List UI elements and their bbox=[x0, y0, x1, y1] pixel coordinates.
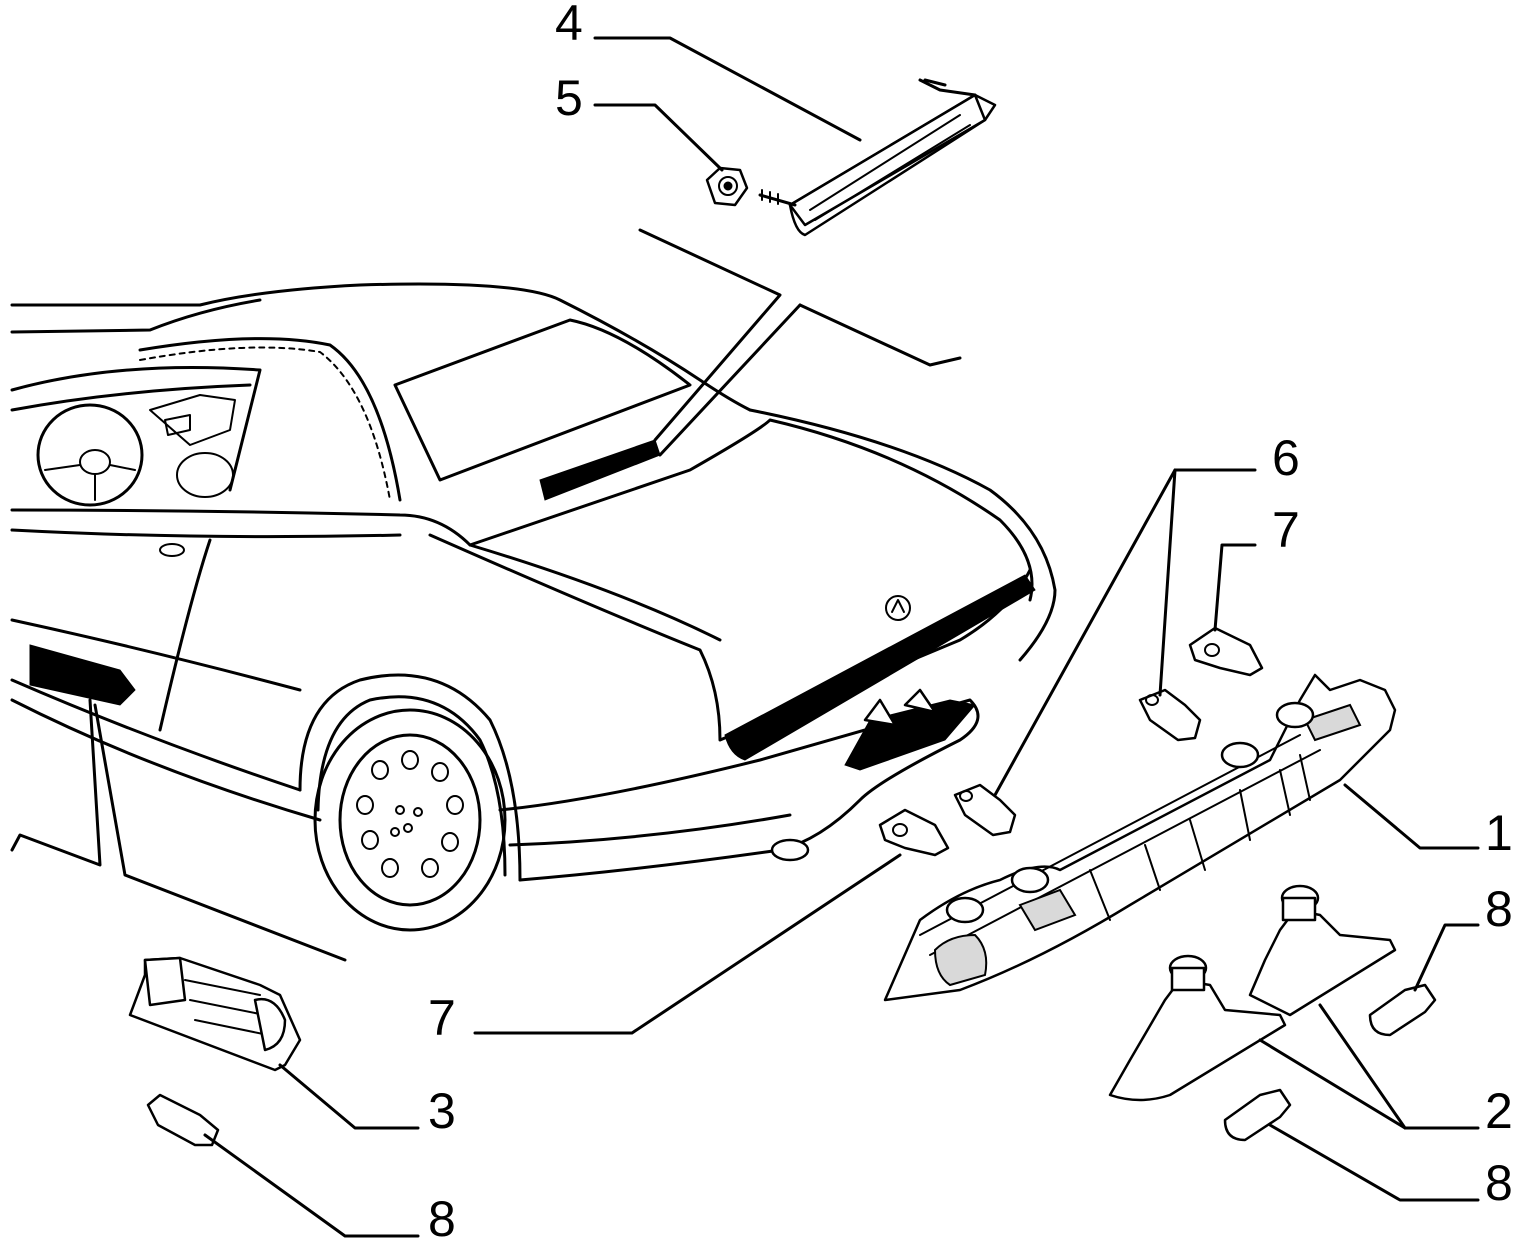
callout-4: 4 bbox=[555, 0, 583, 51]
part-8-small-bulbs bbox=[146, 983, 1437, 1147]
callout-2: 2 bbox=[1485, 1083, 1513, 1139]
callout-8-left: 8 bbox=[428, 1191, 456, 1238]
callout-1: 1 bbox=[1485, 805, 1513, 861]
leader-lines bbox=[203, 36, 1480, 1238]
callout-6: 6 bbox=[1272, 430, 1300, 486]
callout-8-right-top: 8 bbox=[1485, 881, 1513, 937]
callout-8-right-bottom: 8 bbox=[1485, 1155, 1513, 1211]
part-5-nut bbox=[705, 166, 749, 207]
part-6-bulb-holders bbox=[953, 688, 1202, 837]
part-7-wedge-bulbs bbox=[878, 626, 1264, 857]
part-2-plate-lights bbox=[1108, 884, 1397, 1102]
callout-3: 3 bbox=[428, 1083, 456, 1139]
callout-labels: 4 5 6 7 1 8 7 3 2 8 8 bbox=[428, 0, 1513, 1238]
callout-7-left: 7 bbox=[428, 990, 456, 1046]
part-4-third-brake-light bbox=[758, 78, 997, 237]
callout-5: 5 bbox=[555, 70, 583, 126]
wheel-bolts bbox=[356, 750, 464, 878]
callout-7-right: 7 bbox=[1272, 502, 1300, 558]
part-3-courtesy-lamp bbox=[128, 956, 302, 1072]
part-1-rear-light-cluster bbox=[883, 673, 1397, 1002]
car-body bbox=[10, 228, 1057, 962]
